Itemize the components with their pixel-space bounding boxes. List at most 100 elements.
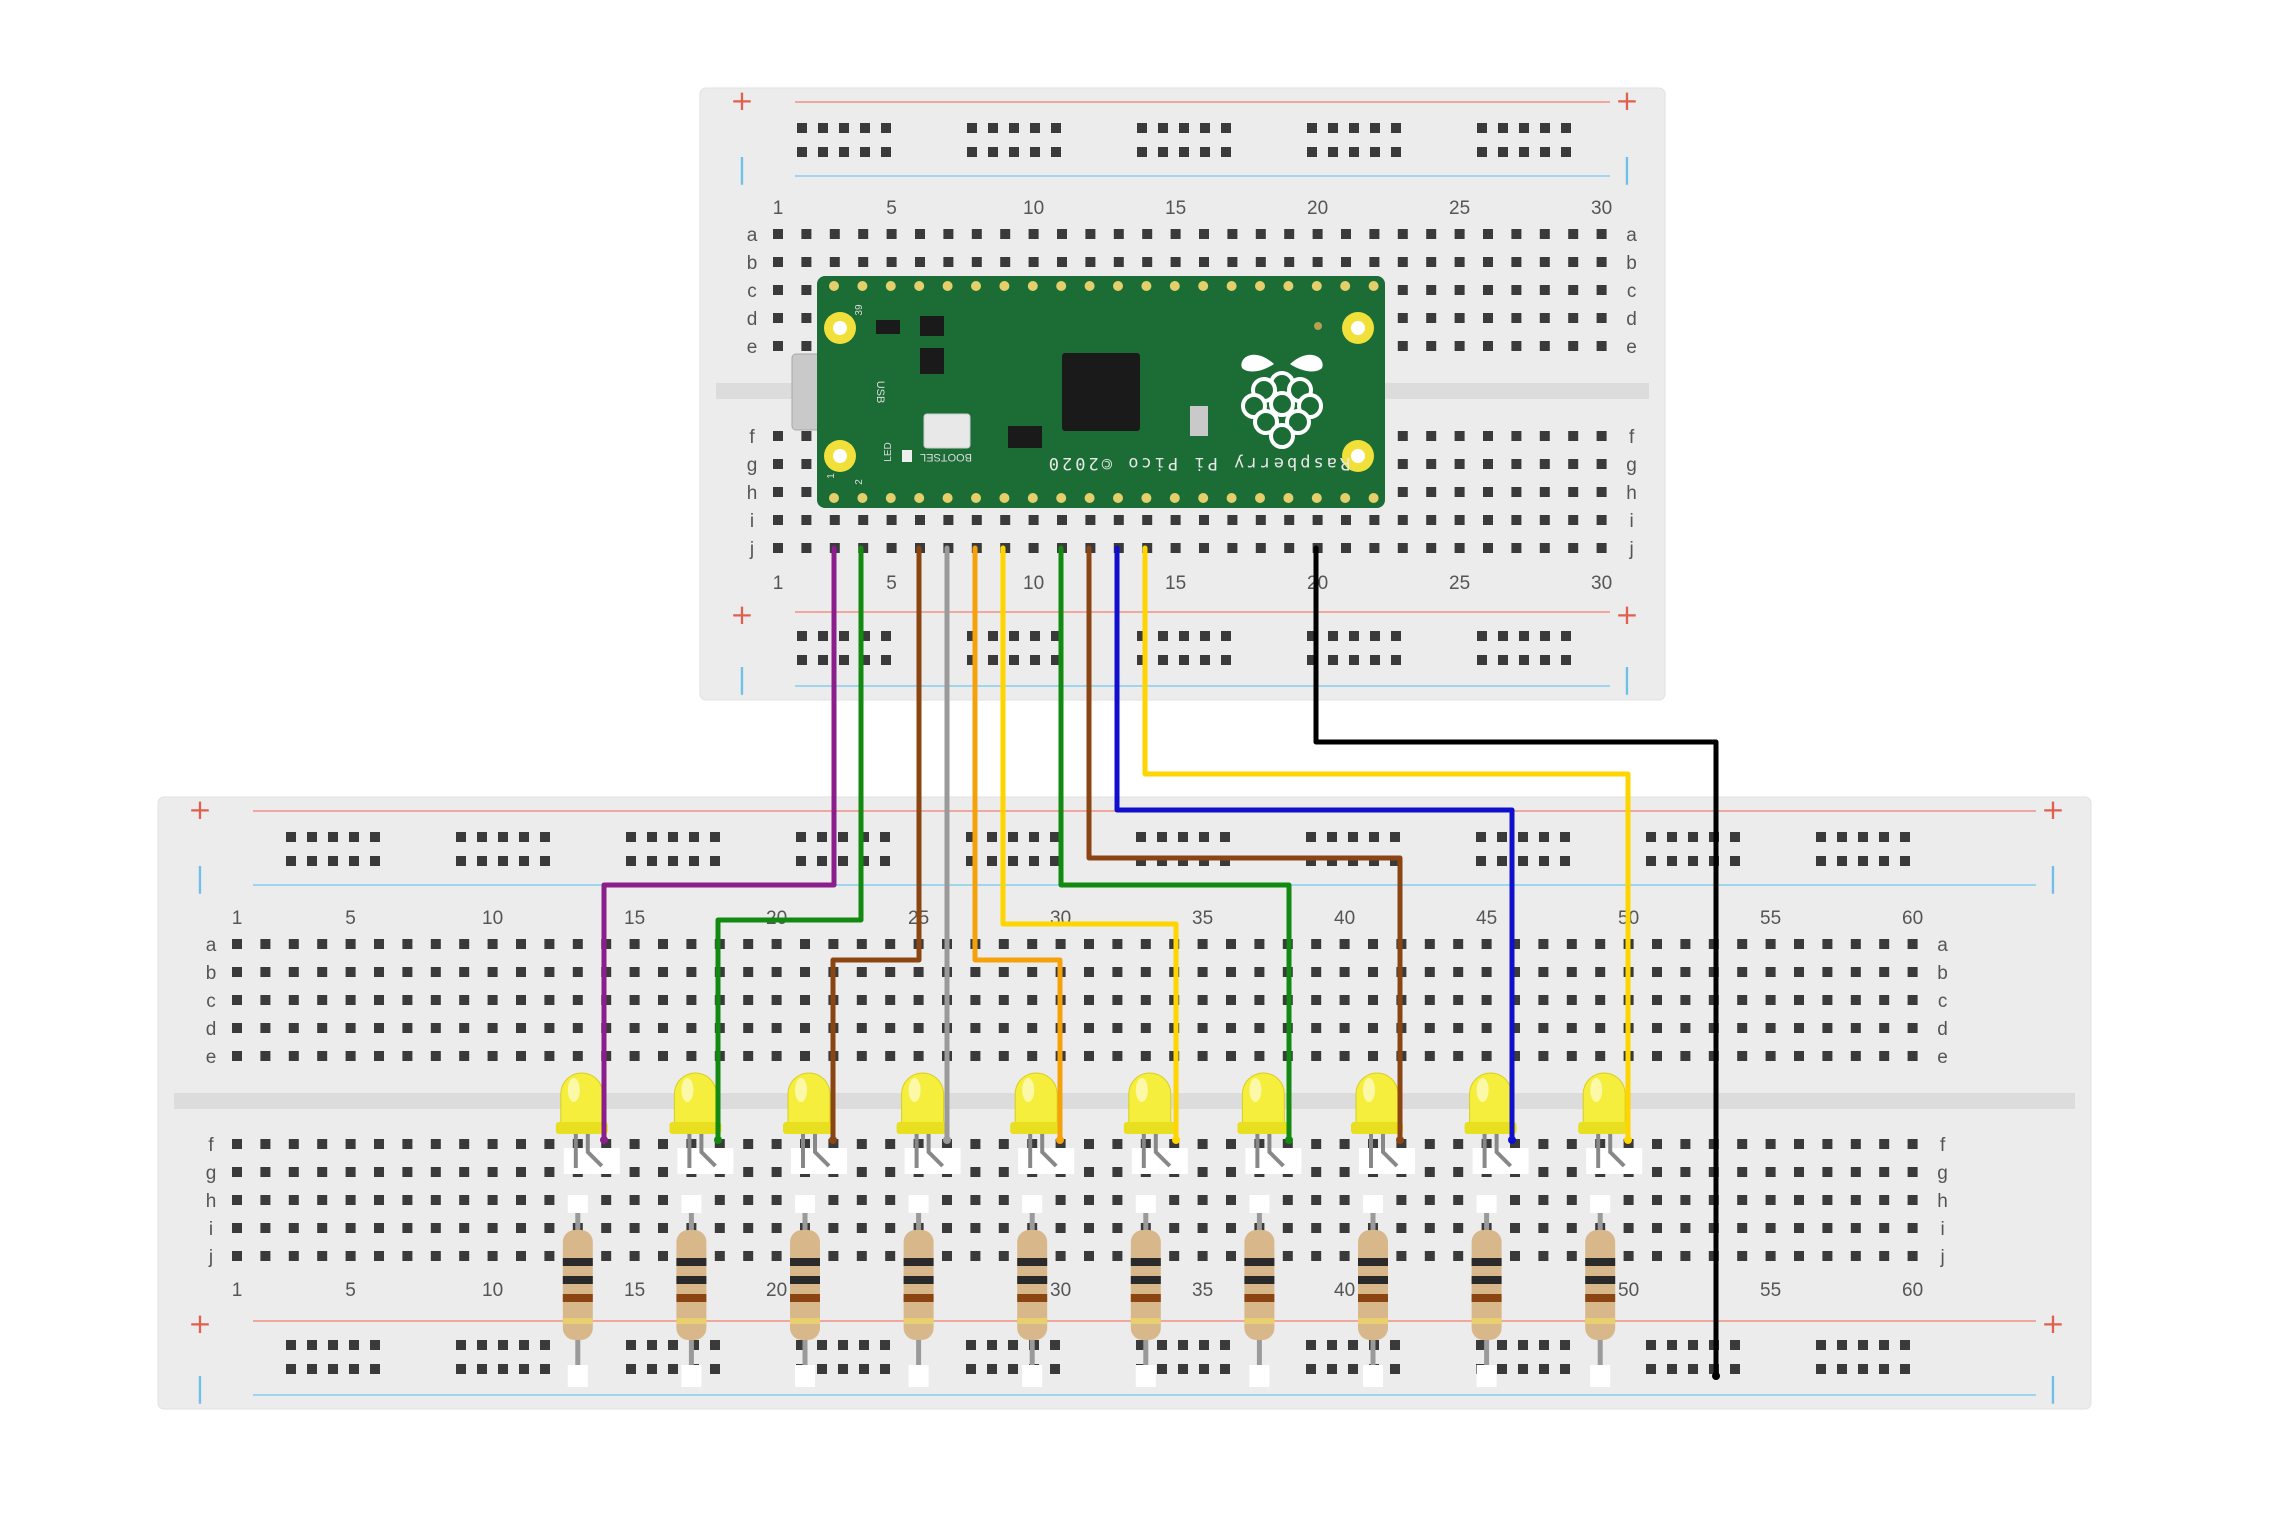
hole bbox=[345, 967, 356, 977]
hole bbox=[1084, 967, 1094, 977]
rail-hole bbox=[456, 1364, 466, 1374]
hole bbox=[686, 939, 697, 949]
led-rim bbox=[1578, 1122, 1631, 1134]
hole bbox=[1140, 1051, 1151, 1061]
hole bbox=[1085, 515, 1096, 525]
wire-6 bbox=[1000, 545, 1179, 1143]
resistor-lead-pad bbox=[1135, 1365, 1156, 1387]
hole bbox=[374, 1023, 384, 1033]
rail-hole bbox=[1008, 1364, 1018, 1374]
pico-pin-pad bbox=[942, 493, 953, 503]
hole bbox=[1311, 1051, 1322, 1061]
hole bbox=[629, 939, 640, 949]
hole bbox=[1879, 995, 1890, 1005]
hole bbox=[288, 967, 299, 977]
rail-hole bbox=[1200, 631, 1210, 641]
hole bbox=[232, 1139, 242, 1149]
hole bbox=[1426, 431, 1437, 441]
hole bbox=[1539, 285, 1550, 295]
rail-hole bbox=[1220, 1340, 1230, 1350]
led-highlight bbox=[908, 1078, 921, 1102]
hole bbox=[232, 1051, 242, 1061]
rail-hole bbox=[988, 655, 998, 665]
hole bbox=[1538, 1051, 1549, 1061]
rail-hole bbox=[1348, 1340, 1358, 1350]
hole bbox=[317, 995, 328, 1005]
hole bbox=[1112, 1139, 1123, 1149]
hole bbox=[1907, 939, 1918, 949]
rail-hole bbox=[1539, 1364, 1549, 1374]
hole bbox=[970, 967, 981, 977]
rail-hole bbox=[988, 147, 998, 157]
hole bbox=[516, 1251, 526, 1261]
rail-hole bbox=[668, 856, 678, 866]
pico-pin-pad bbox=[1283, 281, 1294, 291]
column-number: 10 bbox=[1023, 198, 1044, 219]
rail-hole bbox=[967, 123, 977, 133]
rail-hole bbox=[987, 856, 997, 866]
led-rim bbox=[1464, 1122, 1517, 1134]
hole bbox=[773, 487, 783, 497]
hole bbox=[1850, 1251, 1861, 1261]
hole bbox=[1511, 431, 1522, 441]
hole bbox=[828, 1195, 839, 1205]
hole bbox=[232, 1195, 242, 1205]
hole bbox=[487, 1051, 498, 1061]
hole bbox=[1623, 1195, 1634, 1205]
rail-hole bbox=[1137, 631, 1147, 641]
hole bbox=[1595, 1051, 1606, 1061]
resistor-lead-pad bbox=[681, 1195, 702, 1213]
hole bbox=[1596, 229, 1607, 239]
hole bbox=[1227, 543, 1238, 553]
hole bbox=[743, 1023, 754, 1033]
hole bbox=[771, 995, 782, 1005]
wire-11 bbox=[1313, 545, 1719, 1379]
column-number: 5 bbox=[886, 198, 897, 219]
hole bbox=[1907, 1139, 1918, 1149]
rail-hole bbox=[1327, 1340, 1337, 1350]
hole bbox=[1084, 1139, 1094, 1149]
hole bbox=[1510, 1223, 1520, 1233]
hole bbox=[1822, 1023, 1833, 1033]
led-highlight bbox=[1135, 1078, 1148, 1102]
rail-hole bbox=[370, 856, 380, 866]
hole bbox=[1254, 1051, 1265, 1061]
wire-end-11 bbox=[1712, 1372, 1720, 1380]
hole bbox=[1339, 1223, 1350, 1233]
hole bbox=[1000, 515, 1011, 525]
pico-pin-pad bbox=[1084, 493, 1095, 503]
hole bbox=[743, 1251, 754, 1261]
rail-hole bbox=[1476, 832, 1486, 842]
led-leg bbox=[699, 1130, 717, 1168]
hole bbox=[459, 995, 470, 1005]
rail-hole bbox=[1518, 832, 1528, 842]
hole bbox=[1339, 1023, 1350, 1033]
hole bbox=[943, 229, 954, 239]
hole bbox=[487, 939, 498, 949]
hole bbox=[1879, 1139, 1890, 1149]
hole bbox=[714, 1251, 725, 1261]
hole bbox=[771, 939, 782, 949]
resistor-band bbox=[1471, 1318, 1502, 1324]
rail-hole bbox=[818, 631, 828, 641]
rail-hole bbox=[1900, 1340, 1910, 1350]
rail-hole bbox=[307, 856, 317, 866]
rail-hole bbox=[1008, 832, 1018, 842]
pico-pin-pad bbox=[857, 281, 868, 291]
rail-hole bbox=[1540, 631, 1550, 641]
column-number: 1 bbox=[773, 573, 784, 594]
column-number: 1 bbox=[232, 908, 243, 929]
pico-pin-pad bbox=[1311, 493, 1322, 503]
chip-small bbox=[920, 316, 944, 336]
rail-hole bbox=[1667, 1340, 1677, 1350]
resistor-body bbox=[790, 1230, 820, 1340]
hole bbox=[1566, 1167, 1577, 1177]
hole bbox=[1397, 515, 1408, 525]
hole bbox=[1737, 995, 1748, 1005]
hole bbox=[658, 1023, 668, 1033]
led-body bbox=[1128, 1072, 1172, 1131]
hole bbox=[345, 1139, 356, 1149]
hole bbox=[1424, 967, 1435, 977]
hole bbox=[1397, 487, 1408, 497]
hole bbox=[1539, 487, 1550, 497]
